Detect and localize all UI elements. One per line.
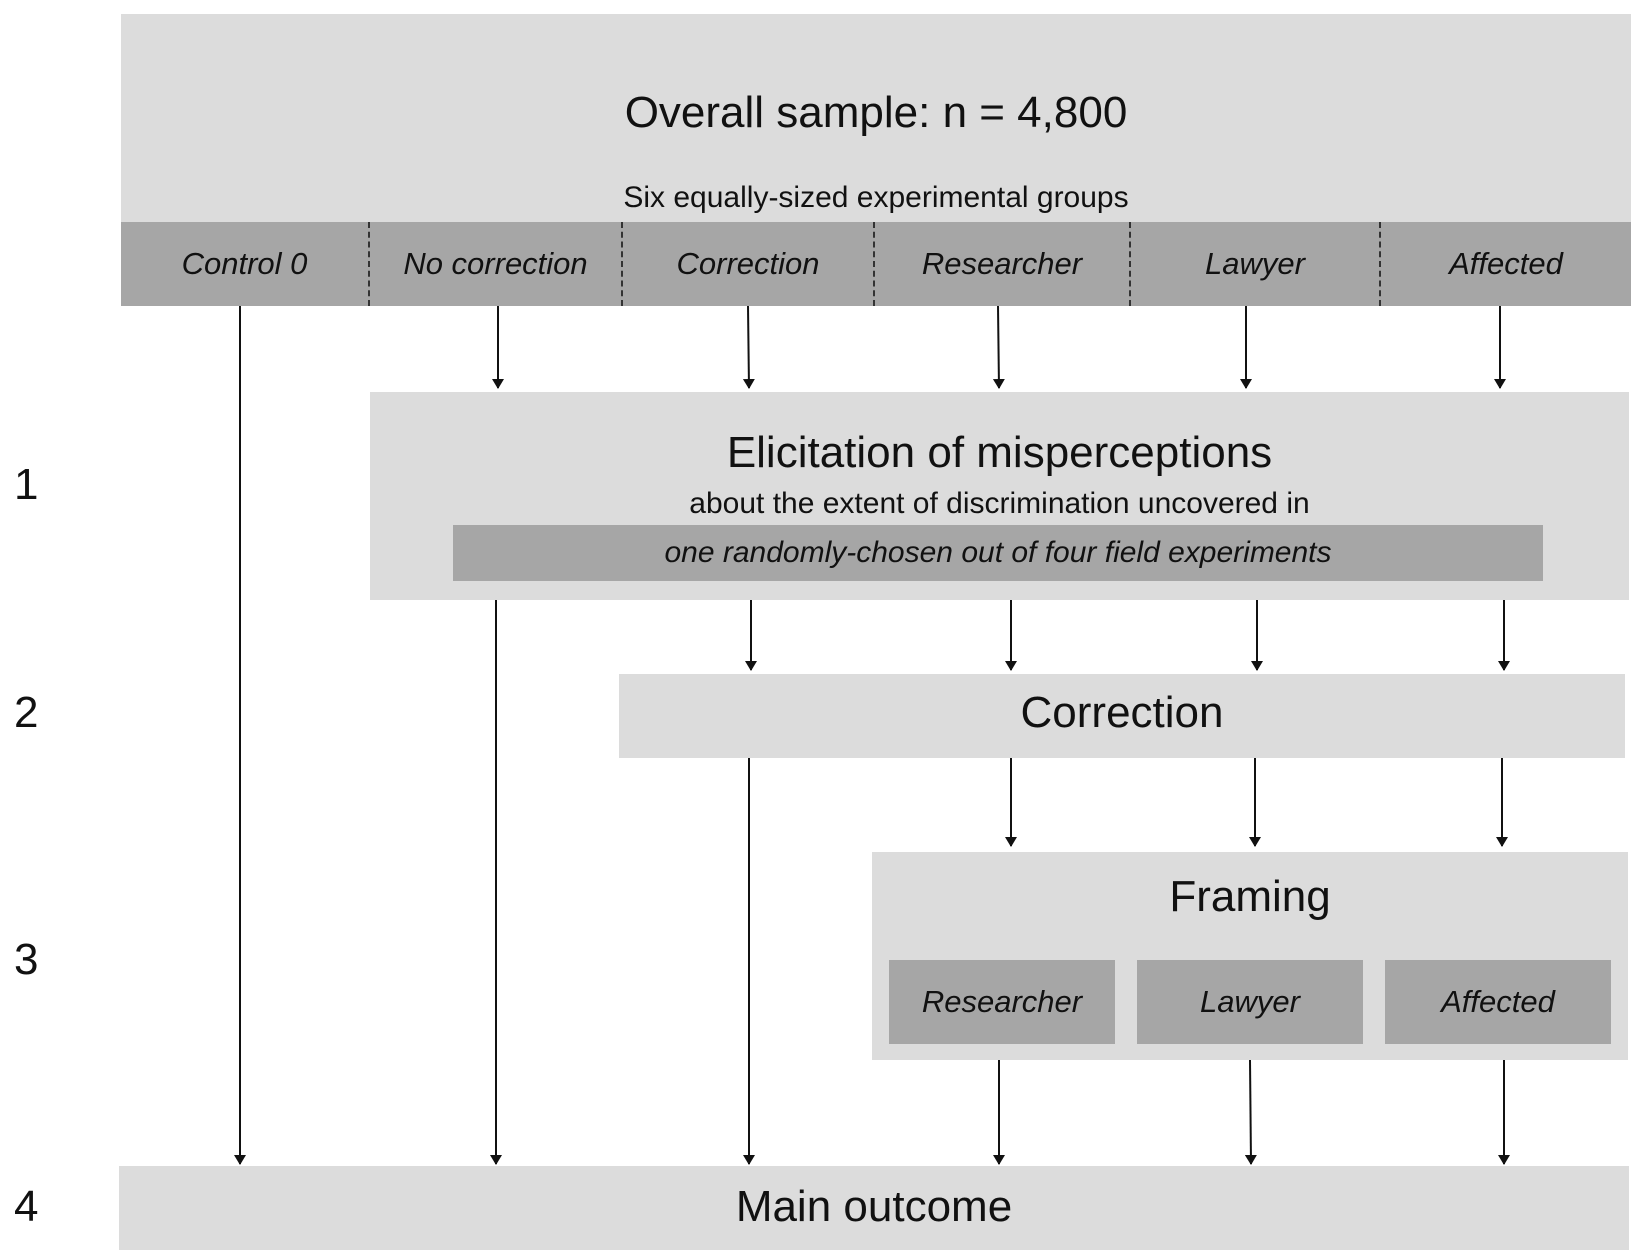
group-divider <box>1379 222 1381 306</box>
group-divider <box>368 222 370 306</box>
group-divider <box>621 222 623 306</box>
arrow-correction-to-elicitation <box>742 305 755 389</box>
group-divider <box>1129 222 1131 306</box>
elicitation-subtitle: about the extent of discrimination uncov… <box>689 487 1310 520</box>
elicitation-title: Elicitation of misperceptions <box>726 428 1273 477</box>
framing-researcher: Researcher <box>889 960 1115 1044</box>
main-outcome-box: Main outcome <box>119 1166 1629 1250</box>
group-affected: Affected <box>1449 246 1563 281</box>
overall-sample-box: Overall sample: n = 4,800 Six equally-si… <box>121 14 1631 222</box>
arrow-researcher-to-elicitation <box>992 305 1005 389</box>
overall-sample-subtitle: Six equally-sized experimental groups <box>623 181 1129 214</box>
step-number-2: 2 <box>14 688 39 737</box>
group-lawyer: Lawyer <box>1205 246 1305 281</box>
arrow-framing-to-outcome-2 <box>1244 1059 1257 1165</box>
field-experiment-bar: one randomly-chosen out of four field ex… <box>453 525 1543 581</box>
correction-box: Correction <box>619 674 1625 758</box>
framing-title: Framing <box>1169 872 1331 921</box>
main-outcome-title: Main outcome <box>735 1182 1013 1231</box>
framing-lawyer: Lawyer <box>1137 960 1363 1044</box>
group-no-correction: No correction <box>403 246 588 281</box>
framing-affected: Affected <box>1385 960 1611 1044</box>
group-divider <box>873 222 875 306</box>
step-number-1: 1 <box>14 460 39 509</box>
group-researcher: Researcher <box>921 246 1083 281</box>
overall-sample-title: Overall sample: n = 4,800 <box>624 88 1128 137</box>
step-number-4: 4 <box>14 1182 39 1231</box>
experimental-groups-bar: Control 0 No correction Correction Resea… <box>121 222 1631 306</box>
correction-title: Correction <box>1020 688 1224 737</box>
group-control-0: Control 0 <box>181 246 308 281</box>
step-number-3: 3 <box>14 935 39 984</box>
group-correction: Correction <box>676 246 820 281</box>
